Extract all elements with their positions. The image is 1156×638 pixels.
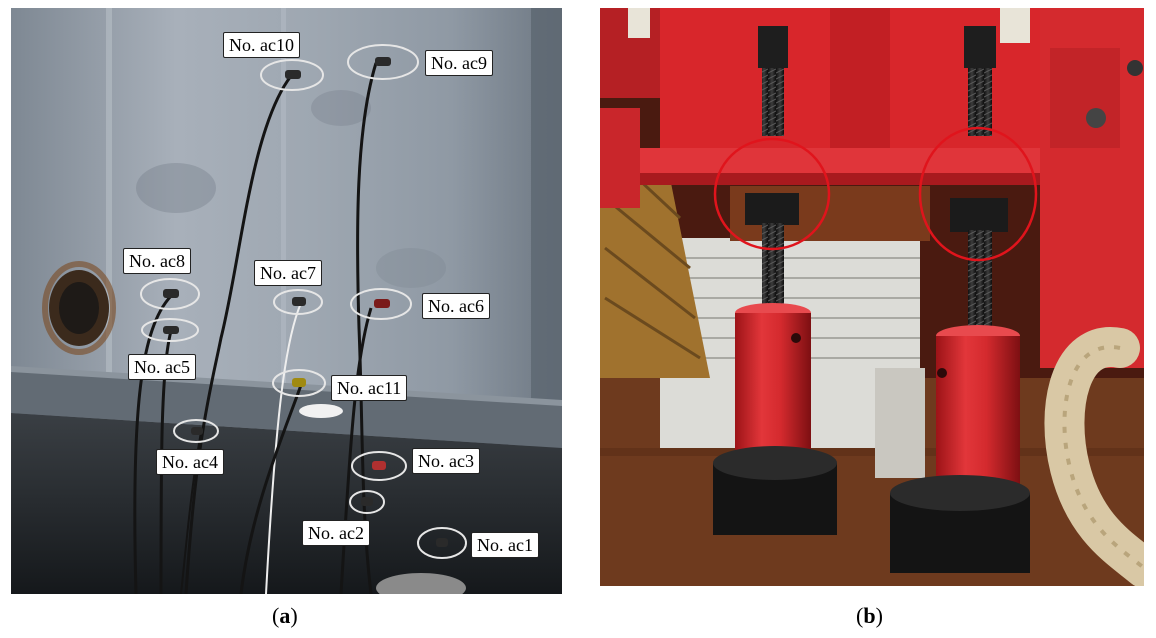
sensor-label-ac6: No. ac6 <box>422 293 490 319</box>
photo-panel-b <box>600 8 1144 586</box>
sensor-label-ac9: No. ac9 <box>425 50 493 76</box>
photo-panel-a: No. ac10 No. ac9 No. ac8 No. ac7 No. ac6… <box>11 8 562 594</box>
clamp-bolts-photo <box>600 8 1144 586</box>
sensor-label-ac8: No. ac8 <box>123 248 191 274</box>
caption-a: (a) <box>272 603 298 628</box>
sensor-label-ac4: No. ac4 <box>156 449 224 475</box>
sensor-label-ac3: No. ac3 <box>412 448 480 474</box>
caption-b: (b) <box>856 603 883 628</box>
sensor-label-ac7: No. ac7 <box>254 260 322 286</box>
sensor-label-ac5: No. ac5 <box>128 354 196 380</box>
sensor-label-ac1: No. ac1 <box>471 532 539 558</box>
sensor-label-ac11: No. ac11 <box>331 375 408 401</box>
sensor-label-ac10: No. ac10 <box>223 32 300 58</box>
sensor-label-ac2: No. ac2 <box>302 520 370 546</box>
